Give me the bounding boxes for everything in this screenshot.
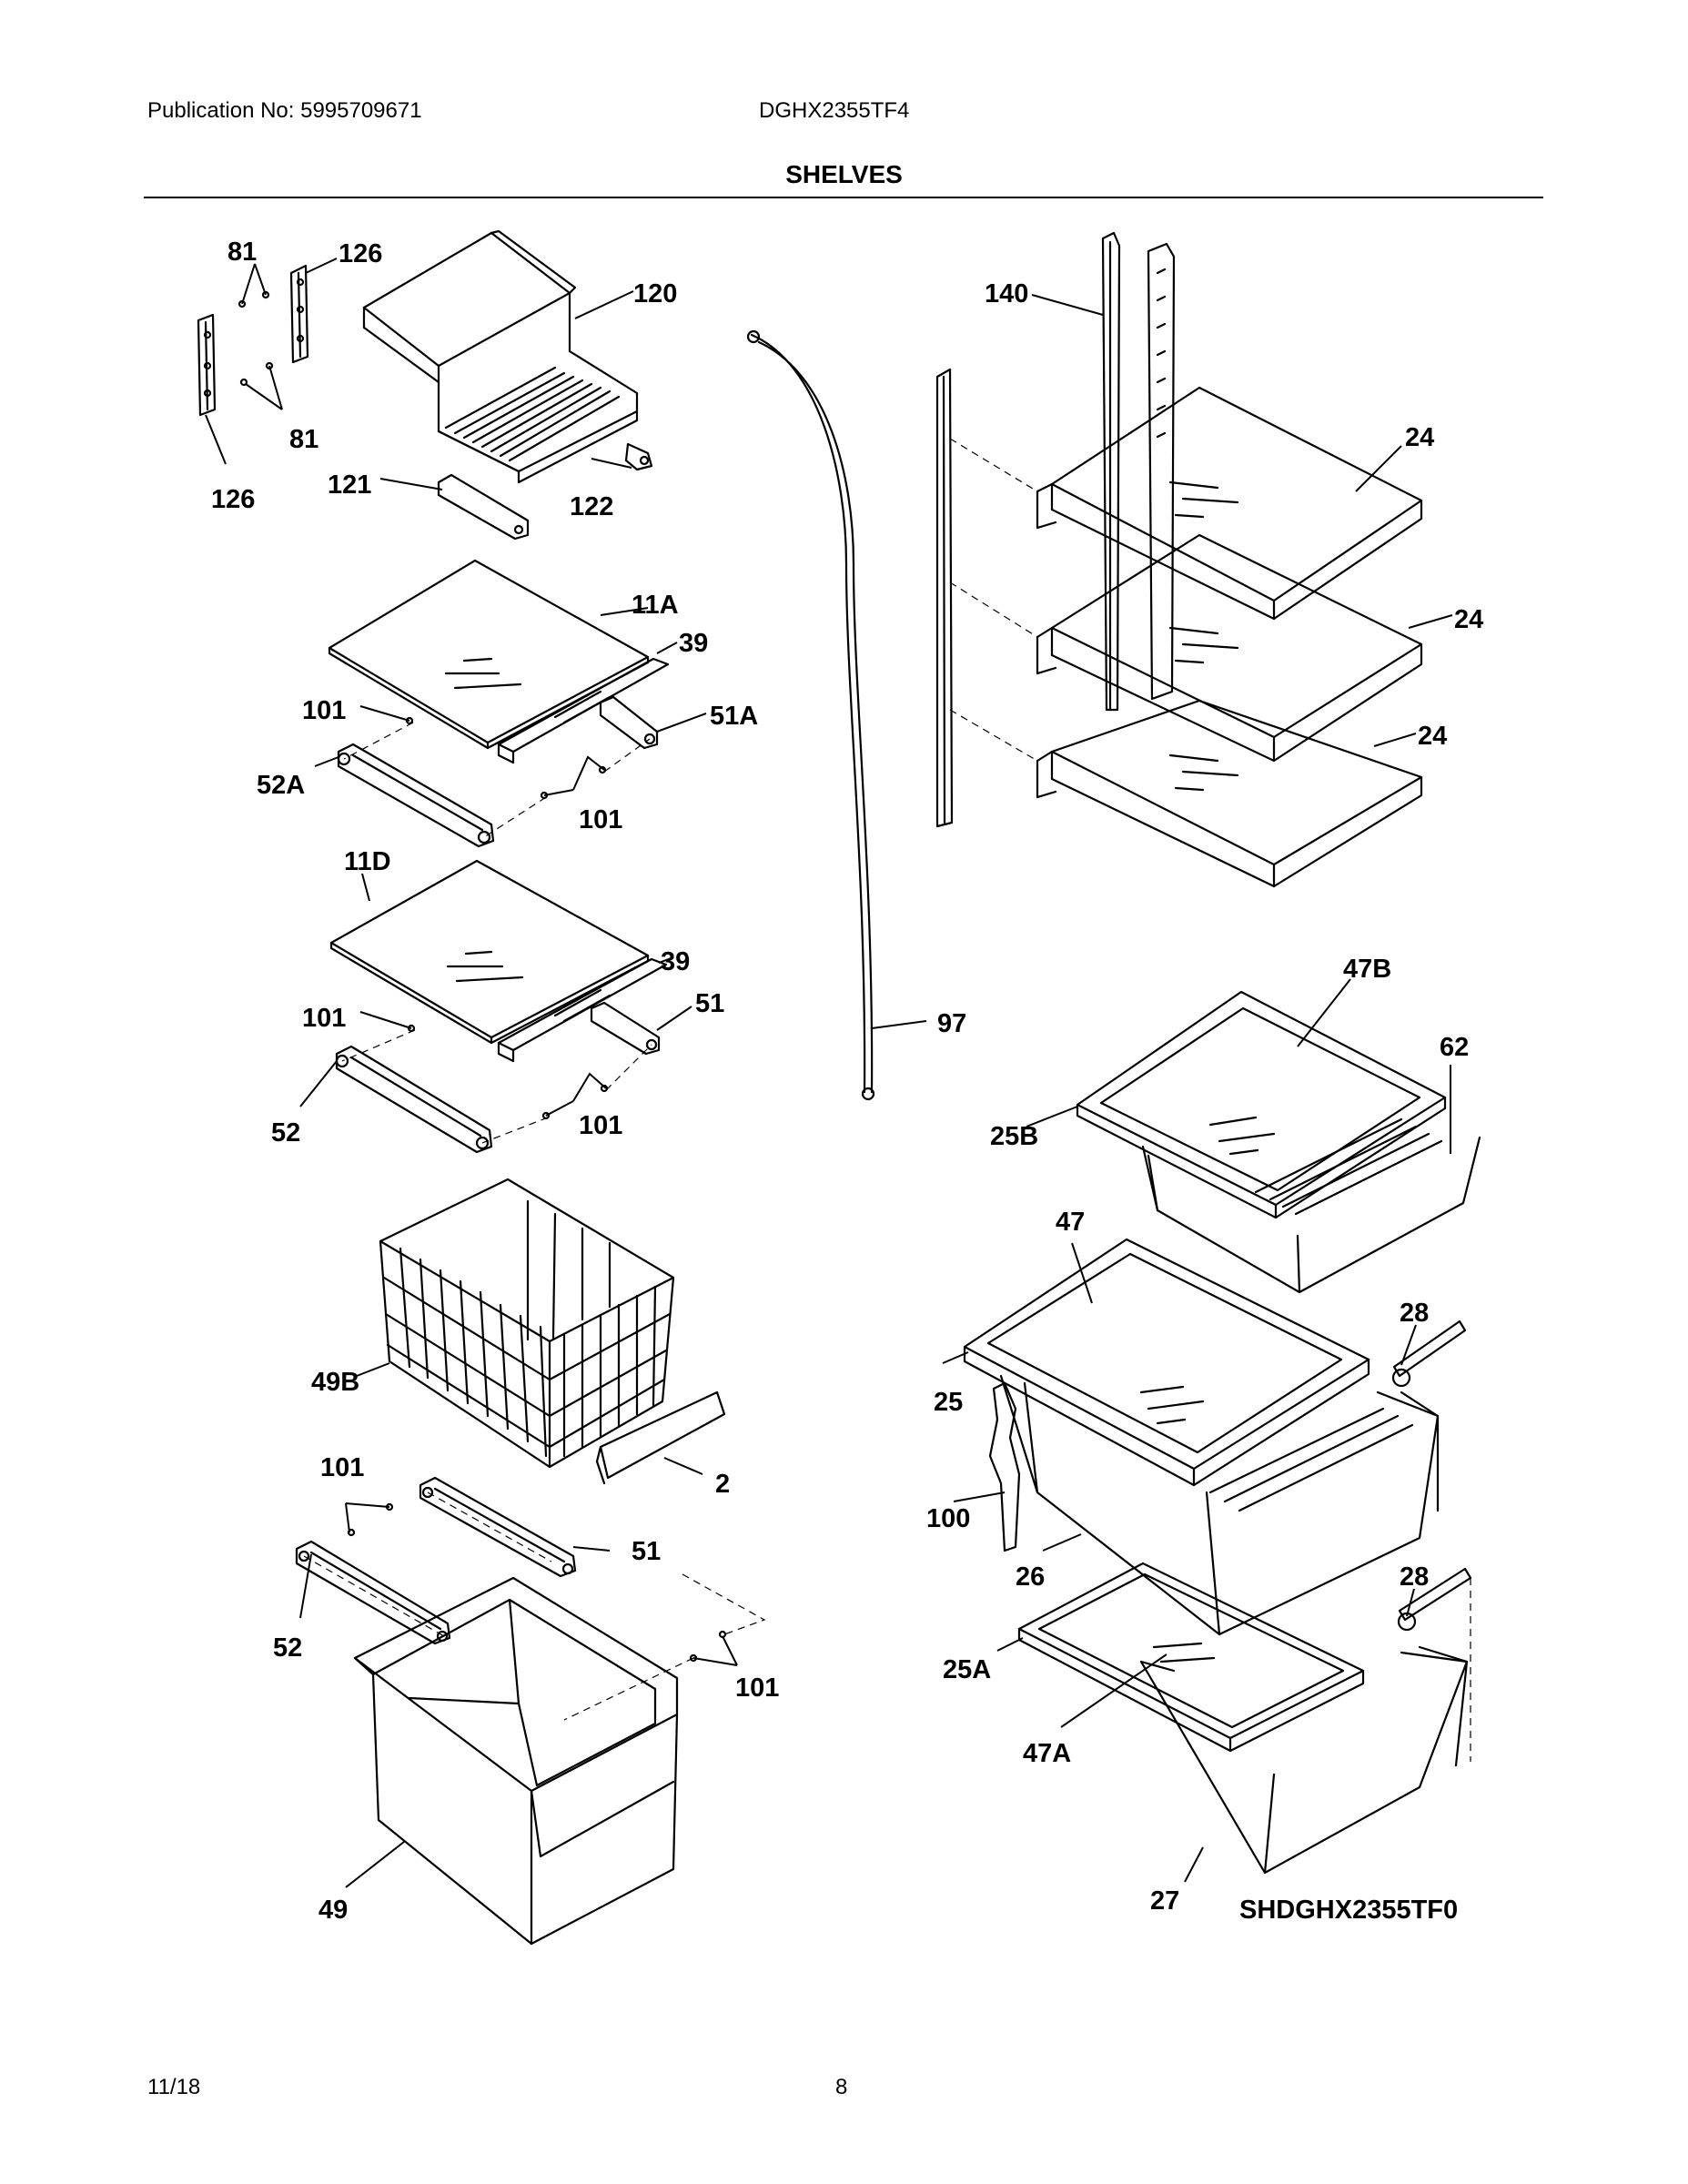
glass-shelf-11D [329, 859, 650, 1045]
drawer-rail-122 [624, 442, 653, 471]
callout-101: 101 [302, 1004, 346, 1033]
callout-100: 100 [926, 1504, 970, 1533]
callout-52: 52 [273, 1633, 302, 1663]
callout-2: 2 [715, 1470, 730, 1499]
callout-labels: 81 126 120 81 126 121 122 140 24 24 24 1… [211, 238, 1483, 1925]
callout-97: 97 [937, 1009, 966, 1038]
callout-121: 121 [328, 470, 371, 500]
footer-date: 11/18 [147, 2075, 201, 2099]
side-rail [935, 368, 954, 828]
crisper-cover-47 [986, 1252, 1343, 1454]
callout-24: 24 [1418, 722, 1447, 751]
callout-101: 101 [302, 696, 346, 725]
callout-39: 39 [661, 947, 690, 976]
glass-shelf-24-bottom [1036, 699, 1423, 888]
support-column-140 [1101, 231, 1176, 712]
callout-101: 101 [579, 805, 622, 834]
screws-101-11D [407, 1024, 609, 1120]
callout-26: 26 [1016, 1562, 1045, 1592]
publication-number: Publication No: 5995709671 [147, 98, 422, 123]
section-title: SHELVES [785, 160, 903, 188]
callout-47B: 47B [1343, 955, 1391, 984]
basket-rail-52 [295, 1540, 451, 1645]
basket-rail-51 [419, 1476, 577, 1578]
crisper-drawer-62 [1141, 1117, 1481, 1294]
shelf-rail-51 [590, 1001, 661, 1056]
pan-cover-47A [1037, 1572, 1345, 1729]
callout-28: 28 [1400, 1299, 1429, 1328]
callout-39: 39 [679, 629, 708, 658]
shelf-rail-52A [337, 743, 495, 848]
bin-49 [353, 1576, 679, 1946]
glass-shelf-24-top [1036, 386, 1423, 621]
callout-101: 101 [320, 1453, 364, 1482]
deli-drawer-120 [362, 229, 639, 484]
callout-25B: 25B [990, 1122, 1038, 1151]
divider-100 [988, 1381, 1021, 1552]
diagram-code: SHDGHX2355TF0 [1239, 1896, 1458, 1925]
callout-27: 27 [1150, 1886, 1179, 1916]
callout-140: 140 [985, 279, 1028, 308]
callout-25A: 25A [943, 1655, 991, 1684]
crisper-cover-47B [1099, 1006, 1421, 1192]
bracket-126-lower [197, 313, 217, 417]
pan-frame-25A [1017, 1562, 1365, 1753]
leader-lines [205, 258, 1453, 1888]
shelf-trim-39-lower [497, 957, 668, 1063]
callout-126: 126 [339, 239, 382, 268]
callout-47A: 47A [1023, 1739, 1071, 1768]
callout-11A: 11A [632, 591, 679, 620]
glass-shelf-11A [328, 559, 650, 750]
crisper-drawer-26 [999, 1374, 1440, 1636]
screws-101-basket [347, 1502, 727, 1663]
page-number: 8 [835, 2075, 848, 2099]
callout-52: 52 [271, 1118, 300, 1148]
drawer-rail-121 [437, 473, 530, 541]
glass-shelf-24-mid [1036, 533, 1423, 763]
callout-51A: 51A [710, 702, 758, 731]
callout-101: 101 [735, 1673, 779, 1703]
callout-126: 126 [211, 485, 255, 514]
callout-24: 24 [1454, 605, 1483, 634]
callout-25: 25 [934, 1388, 963, 1417]
shelf-rail-52 [335, 1045, 493, 1154]
basket-cover-2 [595, 1390, 726, 1485]
callout-81: 81 [289, 425, 318, 454]
callout-62: 62 [1440, 1033, 1469, 1062]
callout-101: 101 [579, 1111, 622, 1140]
callout-51: 51 [632, 1537, 661, 1566]
water-tube-97 [746, 329, 875, 1101]
bracket-126-upper [289, 264, 309, 364]
callout-122: 122 [570, 492, 613, 521]
screws-81 [238, 290, 274, 387]
callout-51: 51 [695, 989, 724, 1018]
header-rule [144, 197, 1543, 198]
callout-120: 120 [633, 279, 677, 308]
shelf-rail-51A [599, 695, 659, 750]
vegetable-pan-27 [1139, 1645, 1469, 1875]
model-number: DGHX2355TF4 [759, 98, 910, 123]
clip-28-upper [1391, 1320, 1467, 1388]
callout-49: 49 [318, 1896, 348, 1925]
callout-47: 47 [1056, 1208, 1085, 1237]
callout-28: 28 [1400, 1562, 1429, 1592]
callout-24: 24 [1405, 423, 1434, 452]
wire-basket-49B [379, 1178, 675, 1469]
crisper-frame-25B [1076, 990, 1447, 1219]
callout-81: 81 [227, 238, 257, 267]
callout-52A: 52A [257, 771, 305, 800]
callout-49B: 49B [311, 1368, 359, 1397]
alignment-lines [303, 438, 1471, 1762]
callout-11D: 11D [344, 847, 391, 876]
